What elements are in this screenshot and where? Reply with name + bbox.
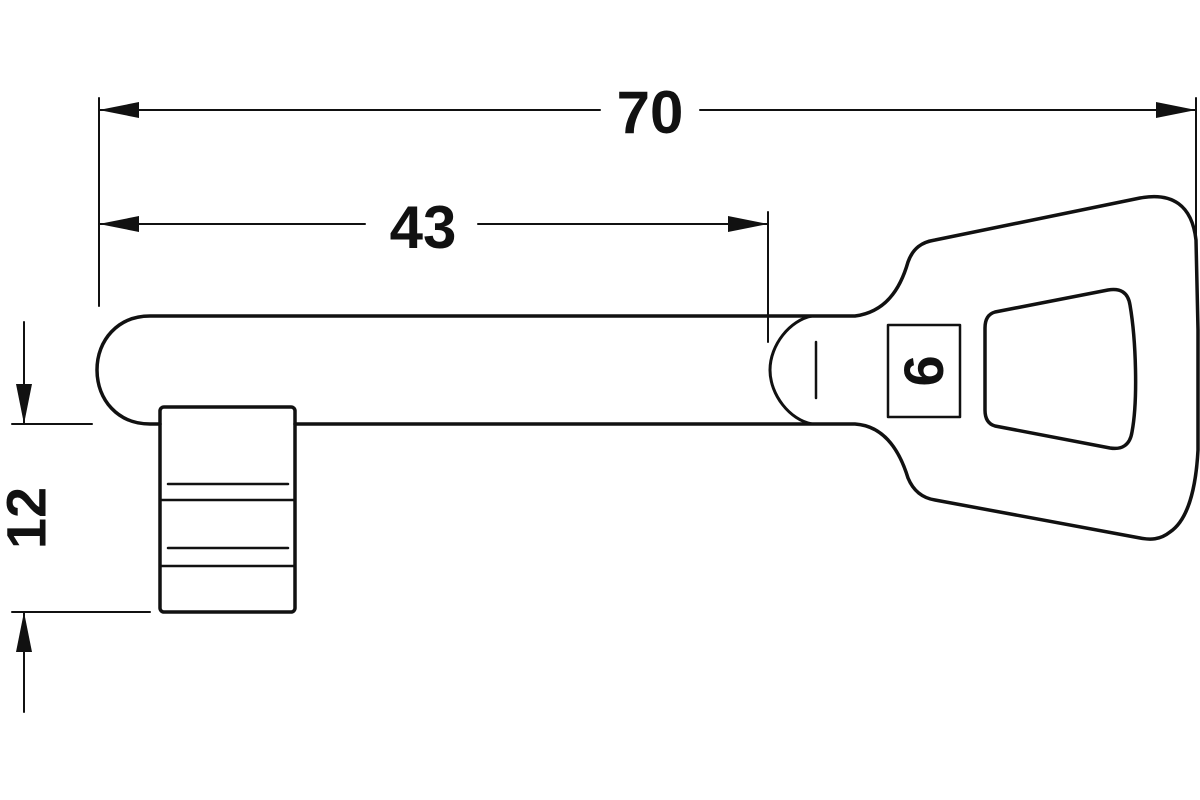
key-collar <box>768 314 814 426</box>
bow-window <box>983 287 1138 451</box>
dimension-bit-height: 12 <box>0 321 151 713</box>
key-bit <box>158 405 297 614</box>
key-outline: 9 <box>95 194 1200 614</box>
dimension-overall-length: 70 <box>98 79 1197 307</box>
dimension-label-70: 70 <box>617 79 684 146</box>
key-number-plate <box>886 323 962 419</box>
dimension-shank-length: 43 <box>98 194 769 343</box>
key-shank <box>95 194 1200 541</box>
dimension-label-12: 12 <box>0 487 58 549</box>
key-number-label: 9 <box>893 355 956 386</box>
dimension-label-43: 43 <box>390 194 457 261</box>
